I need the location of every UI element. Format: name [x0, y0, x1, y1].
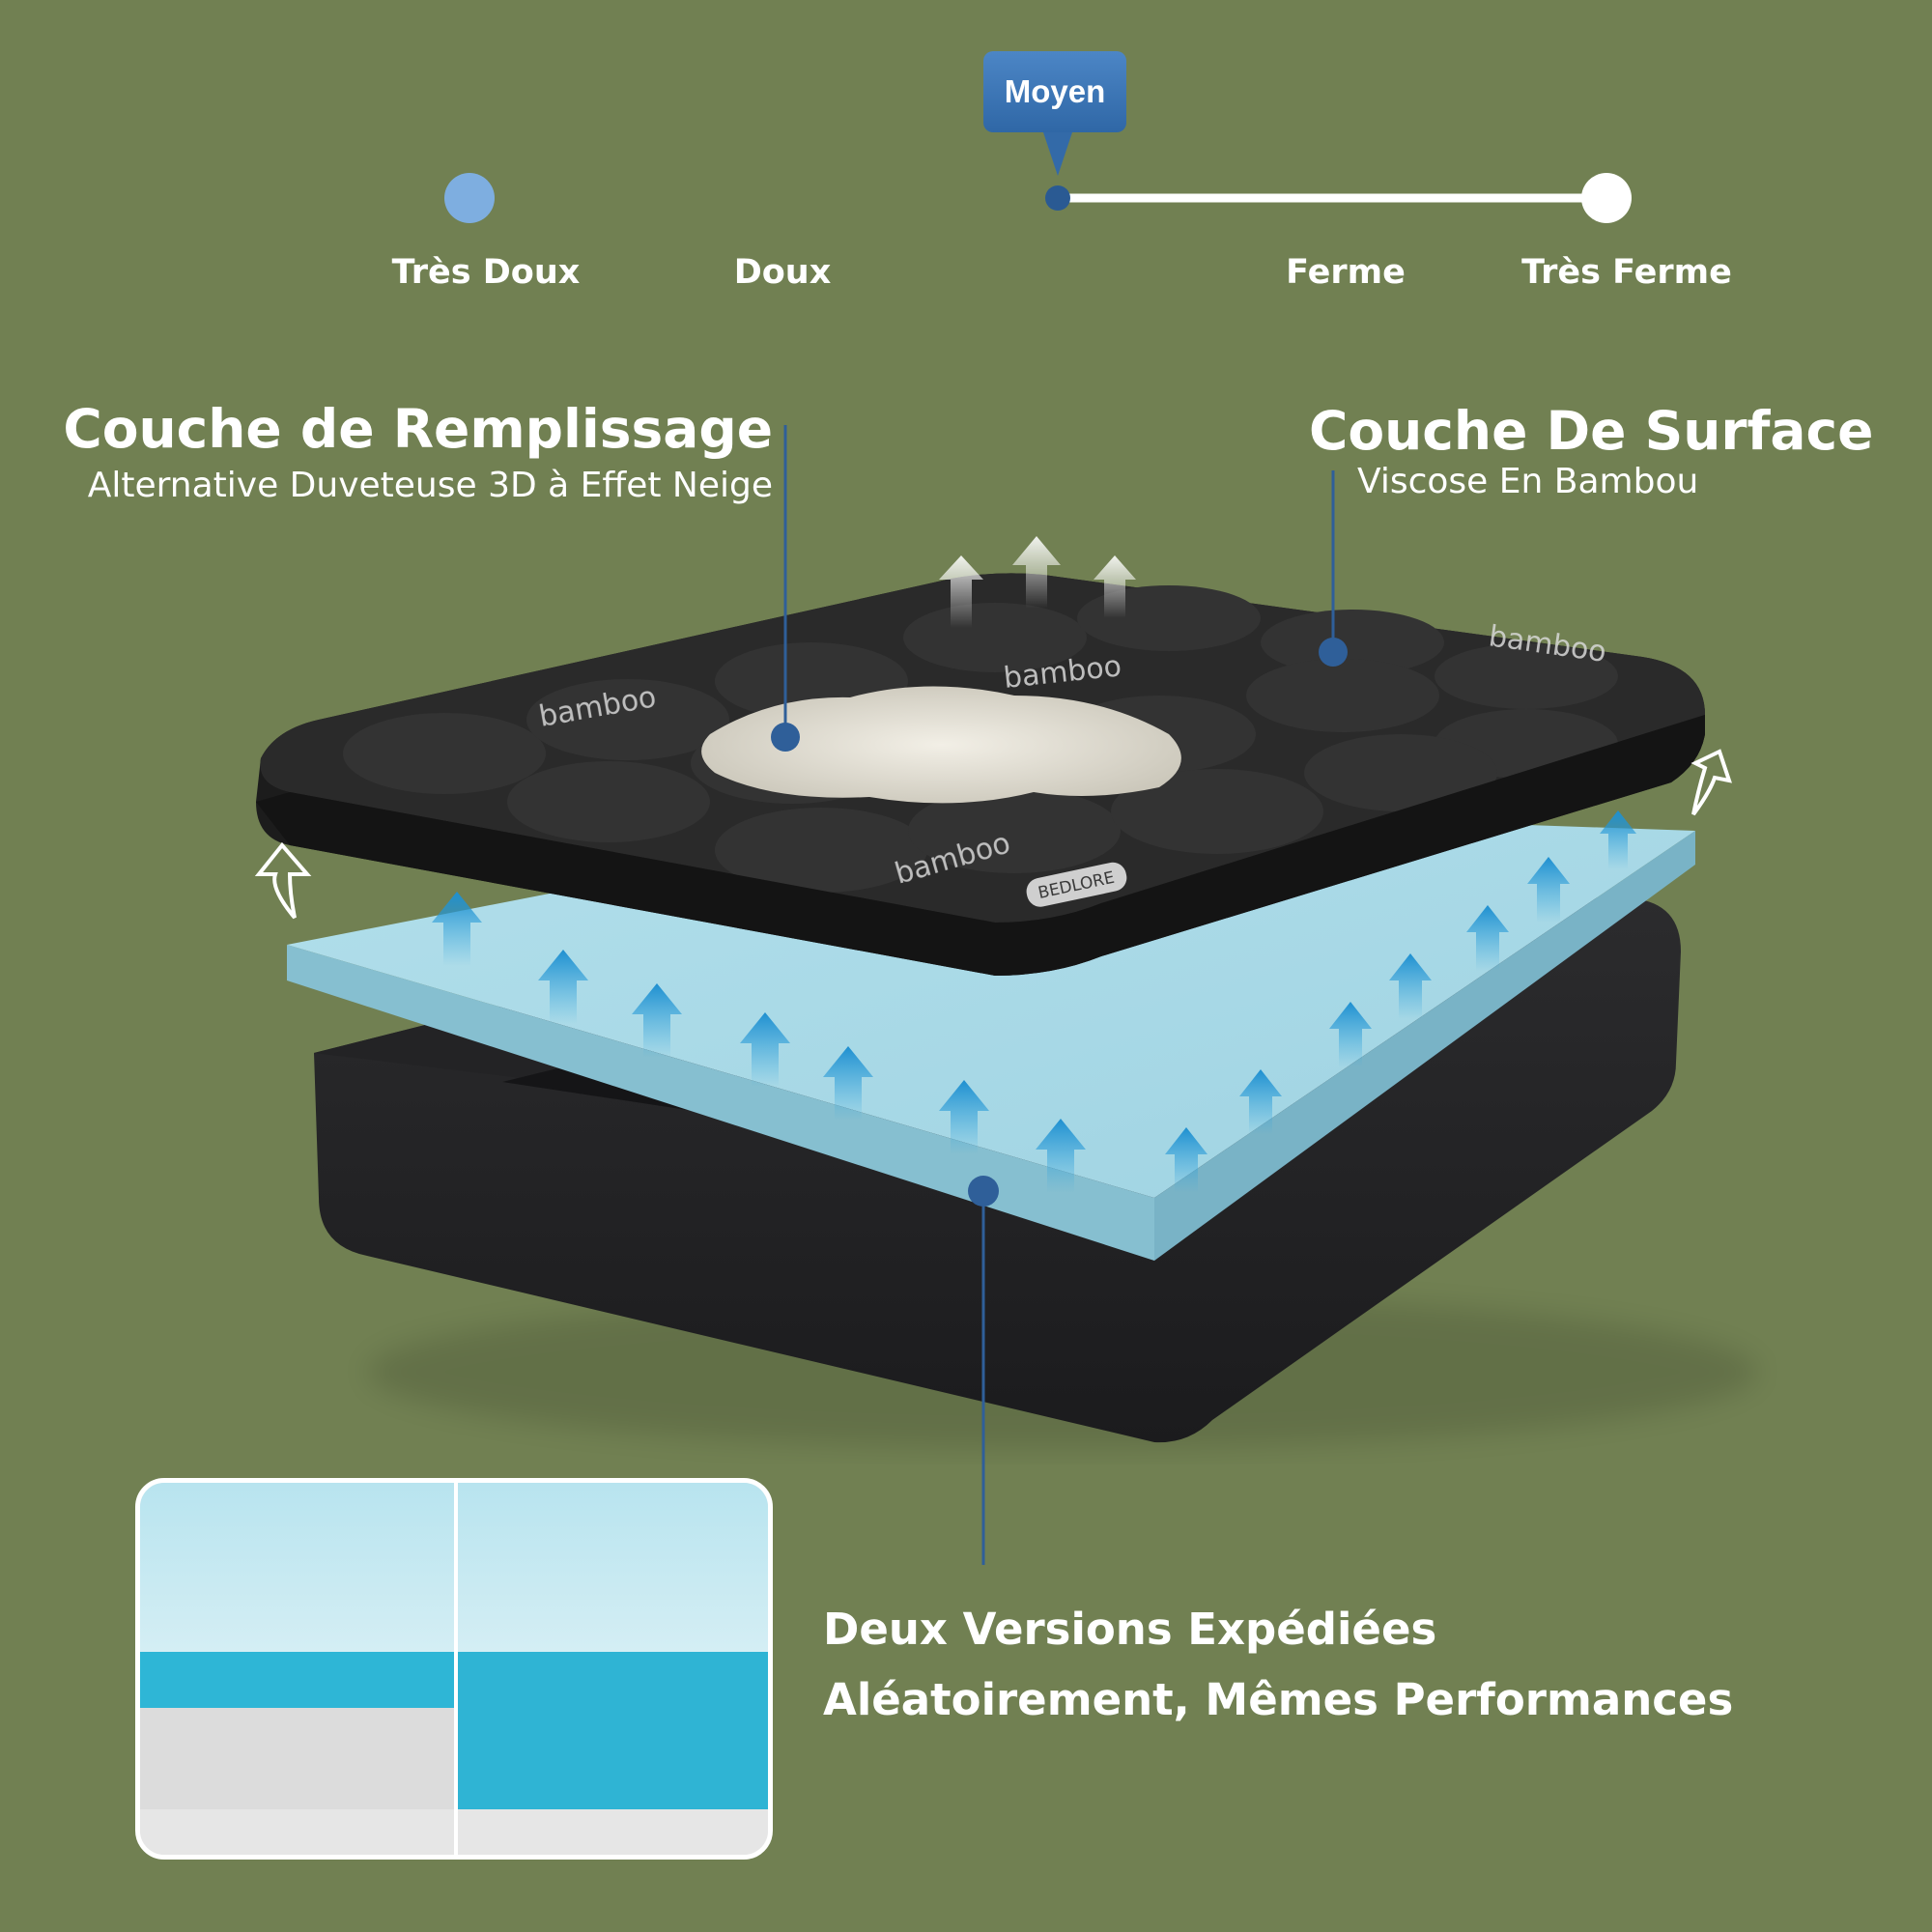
shipping-note-line-1: Deux Versions Expédiées: [823, 1604, 1437, 1655]
lift-arrow-icon: [254, 749, 1732, 920]
callout-leaders: [771, 425, 1348, 1565]
scale-label-tres-ferme: Très Ferme: [1521, 253, 1732, 292]
scale-thumb[interactable]: [1045, 185, 1070, 211]
badge-pointer: [1043, 132, 1072, 176]
inset-divider: [454, 1483, 458, 1855]
airflow-arrows-white: [939, 536, 1136, 628]
scale-end-dot: [1581, 173, 1632, 223]
scale-start-dot: [444, 173, 495, 223]
selected-firmness-badge: Moyen: [983, 51, 1126, 132]
surface-layer-subtitle: Viscose En Bambou: [1357, 462, 1699, 501]
firmness-track: [444, 132, 1632, 223]
foam-versions-inset: [135, 1478, 773, 1860]
foam-sample-version-b: [458, 1483, 768, 1855]
shipping-note: Deux Versions Expédiées Aléatoirement, M…: [823, 1594, 1733, 1735]
airflow-arrows-blue: [432, 810, 1636, 1193]
fill-layer-title: Couche de Remplissage: [63, 398, 773, 460]
shipping-note-line-2: Aléatoirement, Mêmes Performances: [823, 1674, 1734, 1725]
foam-sample-version-a: [140, 1483, 454, 1855]
surface-layer-title: Couche De Surface: [1309, 400, 1874, 462]
scale-label-ferme: Ferme: [1286, 253, 1406, 292]
fill-layer-subtitle: Alternative Duveteuse 3D à Effet Neige: [87, 466, 773, 505]
fill-layer-callout: Couche de Remplissage Alternative Duvete…: [63, 398, 773, 505]
firmness-scale: Moyen Très Doux Doux Ferme Très Ferme: [0, 0, 1932, 309]
scale-label-tres-doux: Très Doux: [391, 253, 581, 292]
scale-label-doux: Doux: [733, 253, 832, 292]
surface-layer-callout: Couche De Surface Viscose En Bambou: [1309, 400, 1873, 501]
